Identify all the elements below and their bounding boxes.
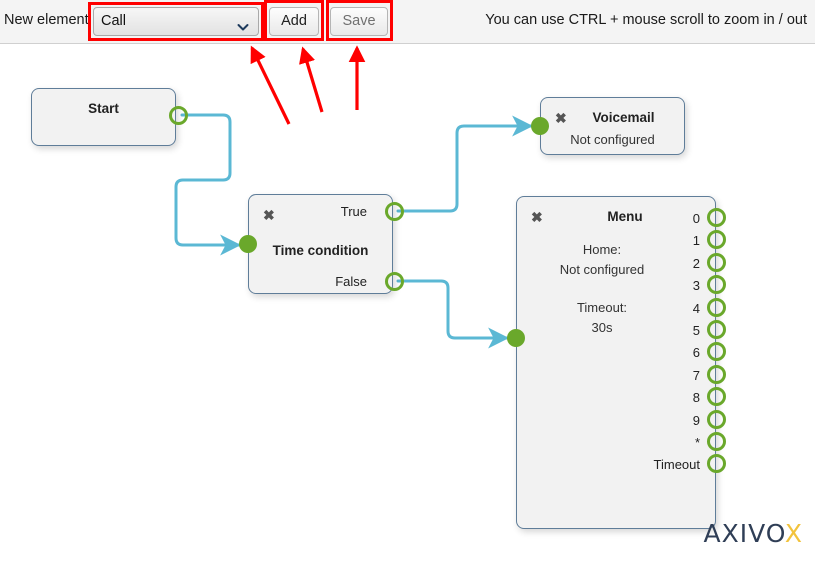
node-menu-output-port-timeout[interactable] xyxy=(707,454,726,474)
node-menu-port-label-6: 6 xyxy=(692,345,700,361)
node-time-condition-output-port-true[interactable] xyxy=(385,202,404,221)
close-icon[interactable]: ✖ xyxy=(555,110,567,126)
node-menu-timeout-label: Timeout: xyxy=(576,300,628,315)
axivox-logo: AXIVOX xyxy=(704,519,803,548)
node-menu-port-label-1: 1 xyxy=(692,233,700,249)
port-label-true: True xyxy=(340,204,367,219)
node-menu-port-label-8: 8 xyxy=(692,390,700,406)
node-start-title: Start xyxy=(88,101,119,116)
link-true-to-voicemail xyxy=(396,115,534,213)
node-menu-output-port-*[interactable] xyxy=(707,432,726,451)
node-time-condition-input-port[interactable] xyxy=(239,235,257,253)
node-menu-port-label-7: 7 xyxy=(692,367,700,383)
node-menu-timeout-value: 30s xyxy=(591,320,613,335)
node-menu-output-port-3[interactable] xyxy=(707,275,726,295)
zoom-hint-text: You can use CTRL + mouse scroll to zoom … xyxy=(485,12,807,28)
node-menu-output-port-1[interactable] xyxy=(707,230,726,250)
add-button[interactable]: Add xyxy=(269,7,319,36)
node-menu-port-label-9: 9 xyxy=(692,412,700,428)
node-menu-output-port-7[interactable] xyxy=(707,364,726,384)
chevron-down-icon xyxy=(237,16,249,31)
node-start[interactable]: Start xyxy=(31,88,176,146)
link-false-to-menu xyxy=(396,279,510,349)
node-menu-home-label: Home: xyxy=(582,242,622,257)
node-voicemail-status: Not configured xyxy=(570,132,655,147)
node-menu-port-label-*: * xyxy=(694,435,700,450)
node-menu-title: Menu xyxy=(607,209,643,224)
node-time-condition-title: Time condition xyxy=(272,243,369,258)
node-voicemail[interactable]: ✖ Voicemail Not configured xyxy=(540,97,685,155)
node-menu-output-port-9[interactable] xyxy=(707,409,726,429)
node-menu-output-port-0[interactable] xyxy=(707,208,726,227)
node-menu-home-value: Not configured xyxy=(559,262,645,277)
node-voicemail-input-port[interactable] xyxy=(531,117,549,135)
node-menu-output-port-2[interactable] xyxy=(707,252,726,272)
new-element-select-value: Call xyxy=(101,13,126,29)
close-icon[interactable]: ✖ xyxy=(531,209,543,225)
node-menu-port-label-0: 0 xyxy=(692,211,700,226)
close-icon[interactable]: ✖ xyxy=(263,207,275,223)
port-label-false: False xyxy=(335,274,367,289)
node-start-output-port[interactable] xyxy=(169,106,188,125)
node-menu-output-port-6[interactable] xyxy=(707,342,726,362)
node-menu-output-port-8[interactable] xyxy=(707,387,726,407)
node-menu-port-label-5: 5 xyxy=(692,323,700,338)
flow-canvas[interactable]: Start ✖ Time condition True False ✖ Voic… xyxy=(0,45,815,562)
node-menu-port-label-3: 3 xyxy=(692,278,700,294)
save-button[interactable]: Save xyxy=(330,7,388,36)
node-menu-port-label-timeout: Timeout xyxy=(653,457,700,473)
logo-text-main: AXIVO xyxy=(703,519,785,548)
link-start-to-time-condition xyxy=(174,113,242,256)
new-element-select[interactable]: Call xyxy=(93,7,259,36)
node-menu-port-label-4: 4 xyxy=(692,300,700,316)
node-time-condition-output-port-false[interactable] xyxy=(385,272,404,291)
node-menu-port-label-2: 2 xyxy=(692,255,700,271)
node-voicemail-title: Voicemail xyxy=(592,110,655,125)
node-menu-output-port-4[interactable] xyxy=(707,297,726,317)
logo-text-accent: X xyxy=(784,519,803,548)
node-menu-output-port-5[interactable] xyxy=(707,320,726,339)
node-time-condition[interactable]: ✖ Time condition True False xyxy=(248,194,393,294)
connector-links xyxy=(174,113,534,349)
new-element-label: New element xyxy=(4,12,89,28)
node-menu[interactable]: ✖ Menu Home: Not configured Timeout: 30s… xyxy=(516,196,716,529)
toolbar: New element Call Add Save You can use CT… xyxy=(0,0,815,44)
node-menu-input-port[interactable] xyxy=(507,329,525,347)
